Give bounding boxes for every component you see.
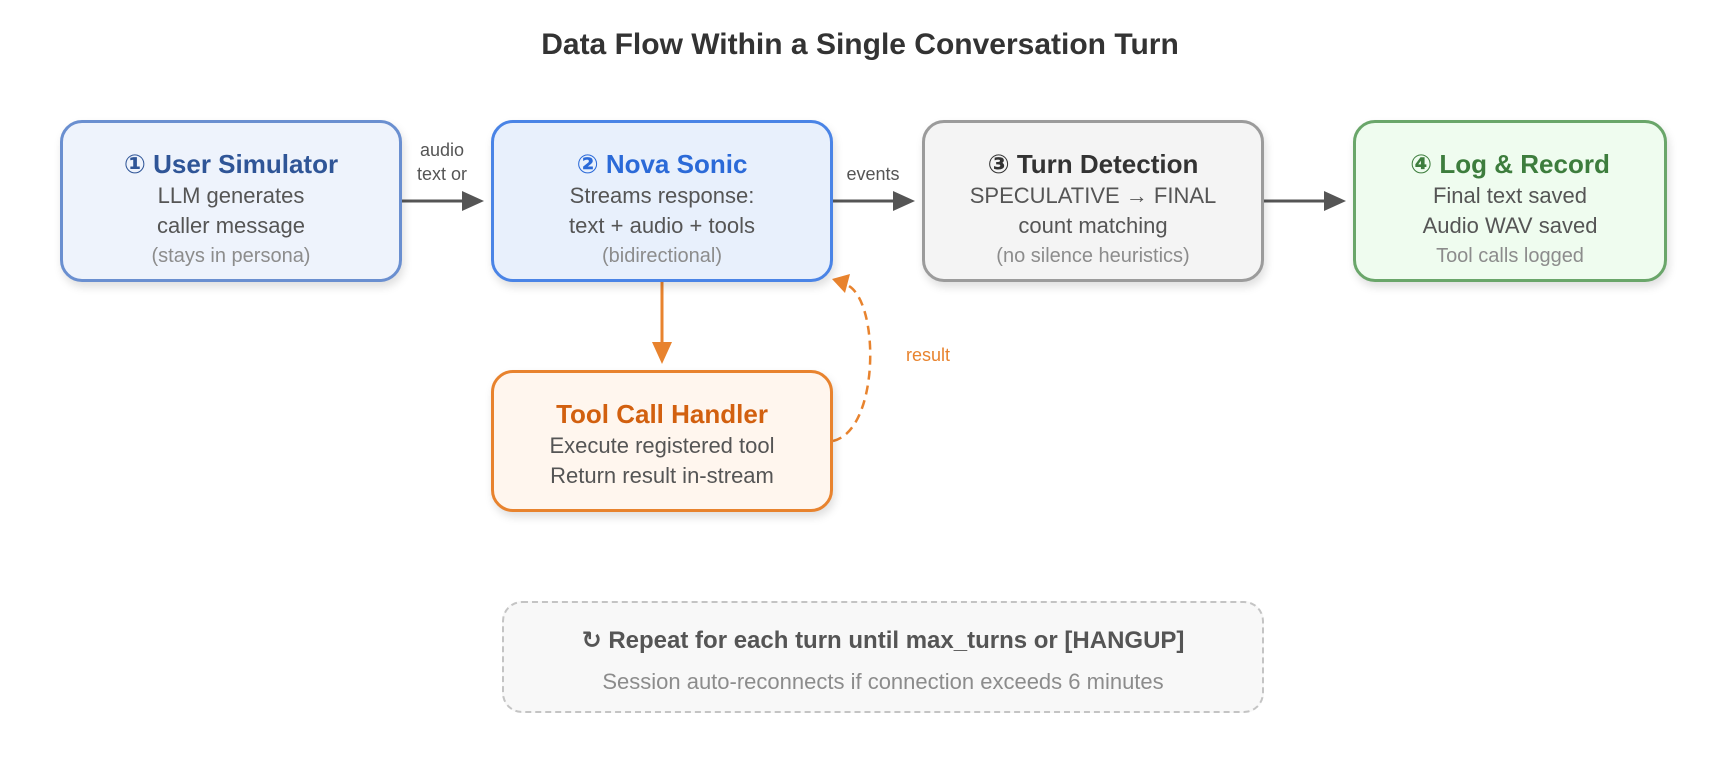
arrow-user-to-nova	[402, 191, 484, 211]
edge-label-line: audio	[419, 140, 465, 160]
node-line: LLM generates	[157, 183, 305, 208]
node-note: (stays in persona)	[151, 245, 311, 267]
arrow-tool-to-nova-dashed	[832, 274, 872, 443]
repeat-note: ↻ Repeat for each turn until max_turns o…	[502, 601, 1264, 713]
node-line: Execute registered tool	[549, 433, 775, 458]
node-line: SPECULATIVE → FINAL	[969, 183, 1217, 208]
node-nova-sonic: ② Nova Sonic Streams response: text + au…	[491, 120, 833, 282]
arrow-nova-to-tool	[652, 282, 672, 364]
node-line: caller message	[157, 213, 305, 238]
node-line: Audio WAV saved	[1422, 213, 1598, 238]
edge-label-user-to-nova: audio text or	[404, 138, 480, 186]
node-line: text + audio + tools	[569, 213, 755, 238]
node-note: Tool calls logged	[1436, 245, 1584, 267]
node-title: ③ Turn Detection	[987, 149, 1199, 179]
node-title: ① User Simulator	[123, 149, 339, 179]
node-note: (bidirectional)	[601, 245, 723, 267]
arrow-turn-to-log	[1264, 191, 1346, 211]
edge-label-line: text or	[416, 164, 468, 184]
node-turn-detection: ③ Turn Detection SPECULATIVE → FINAL cou…	[922, 120, 1264, 282]
node-line: Final text saved	[1432, 183, 1588, 208]
node-line: count matching	[1018, 213, 1168, 238]
diagram-title: Data Flow Within a Single Conversation T…	[541, 28, 1179, 61]
edge-label-tool-to-nova: result	[905, 345, 950, 365]
node-title: ② Nova Sonic	[576, 149, 748, 179]
arrow-nova-to-turn	[833, 191, 915, 211]
node-title: ④ Log & Record	[1410, 149, 1610, 179]
edge-label-nova-to-turn: events	[846, 164, 900, 184]
node-title: Tool Call Handler	[556, 399, 768, 429]
repeat-note-title: ↻ Repeat for each turn until max_turns o…	[581, 627, 1185, 654]
node-line: Return result in-stream	[550, 463, 774, 488]
repeat-note-subtitle: Session auto-reconnects if connection ex…	[602, 669, 1164, 694]
node-user-simulator: ① User Simulator LLM generates caller me…	[60, 120, 402, 282]
node-note: (no silence heuristics)	[996, 245, 1190, 267]
node-log-record: ④ Log & Record Final text saved Audio WA…	[1353, 120, 1667, 282]
node-tool-call-handler: Tool Call Handler Execute registered too…	[491, 370, 833, 512]
node-line: Streams response:	[569, 183, 755, 208]
